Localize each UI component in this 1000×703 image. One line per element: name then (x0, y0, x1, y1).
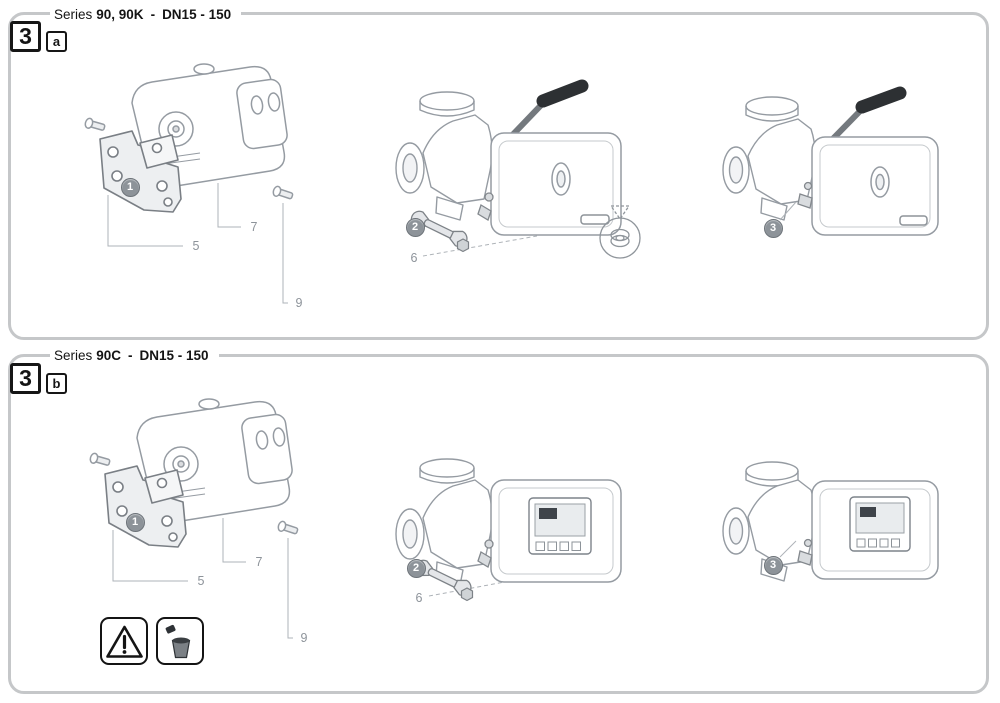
assembled-valve-display-drawing (722, 461, 939, 582)
figure-b2-valve-mounting: 2 6 (383, 452, 658, 617)
display-screen (528, 497, 592, 555)
step-callout: 2 (406, 558, 426, 578)
detail-inset (599, 205, 641, 259)
part-label: 9 (295, 296, 303, 310)
figure-a1-bracket-mounting: 1 5 7 9 (78, 55, 333, 315)
warning-icon (100, 617, 148, 665)
dn-range: DN15 - 150 (162, 7, 232, 22)
step-variant-box-b: b (46, 373, 67, 394)
figure-a3-secured-assembly: 3 (700, 82, 955, 247)
valve-body (722, 96, 816, 221)
valve-actuator-display-drawing (395, 458, 622, 602)
coupling-parts (797, 538, 813, 566)
step-variant-box-a: a (46, 31, 67, 52)
coupling-parts (477, 192, 494, 221)
display-screen (849, 496, 911, 552)
step-callout: 2 (405, 217, 425, 237)
figure-b3-secured-assembly: 3 (700, 455, 955, 605)
screw-right-icon (277, 520, 299, 535)
screw-left-icon (89, 452, 111, 466)
series-word: Series (54, 7, 93, 22)
mounting-bracket (104, 465, 187, 548)
part-label: 9 (300, 631, 308, 645)
screw-right-icon (272, 185, 294, 200)
leader-lines (107, 183, 288, 304)
step-callout: 3 (763, 555, 783, 575)
step-callout: 3 (763, 218, 783, 238)
step-callout: 1 (120, 177, 140, 197)
dn-range: DN15 - 150 (139, 348, 209, 363)
part-label: 5 (192, 239, 200, 253)
valve-actuator-drawing (395, 79, 641, 259)
nut-icon (456, 238, 470, 253)
mounting-bracket (99, 130, 182, 213)
valve-body (395, 91, 493, 221)
leader-lines (112, 518, 293, 639)
nut-icon (460, 587, 474, 602)
part-label: 7 (250, 220, 258, 234)
actuator-housing (811, 136, 939, 236)
disposal-icon (156, 617, 204, 665)
part-label: 5 (197, 574, 205, 588)
separator: - (150, 7, 156, 22)
series-word: Series (54, 348, 93, 363)
part-label: 6 (415, 591, 423, 605)
valve-body (722, 461, 816, 582)
coupling-parts (477, 539, 494, 568)
assembled-valve-drawing (722, 86, 939, 236)
actuator-bracket-drawing (84, 63, 294, 304)
series-models: 90, 90K (96, 7, 144, 22)
part-label: 7 (255, 555, 263, 569)
figure-b1-bracket-mounting: 1 5 7 9 (83, 390, 338, 650)
actuator-bracket-drawing (89, 398, 299, 639)
step-callout: 1 (125, 512, 145, 532)
leader-line (422, 235, 538, 257)
part-label: 6 (410, 251, 418, 265)
step-number-box-a: 3 (10, 21, 41, 52)
series-models: 90C (96, 348, 122, 363)
figure-a2-valve-mounting: 2 6 (383, 75, 658, 275)
leader-line (779, 201, 797, 221)
separator: - (128, 348, 133, 363)
leader-line (779, 540, 797, 558)
screw-left-icon (84, 117, 106, 131)
actuator-housing (490, 132, 622, 236)
valve-body (395, 458, 493, 586)
step-number-box-b: 3 (10, 363, 41, 394)
coupling-parts (797, 181, 813, 209)
